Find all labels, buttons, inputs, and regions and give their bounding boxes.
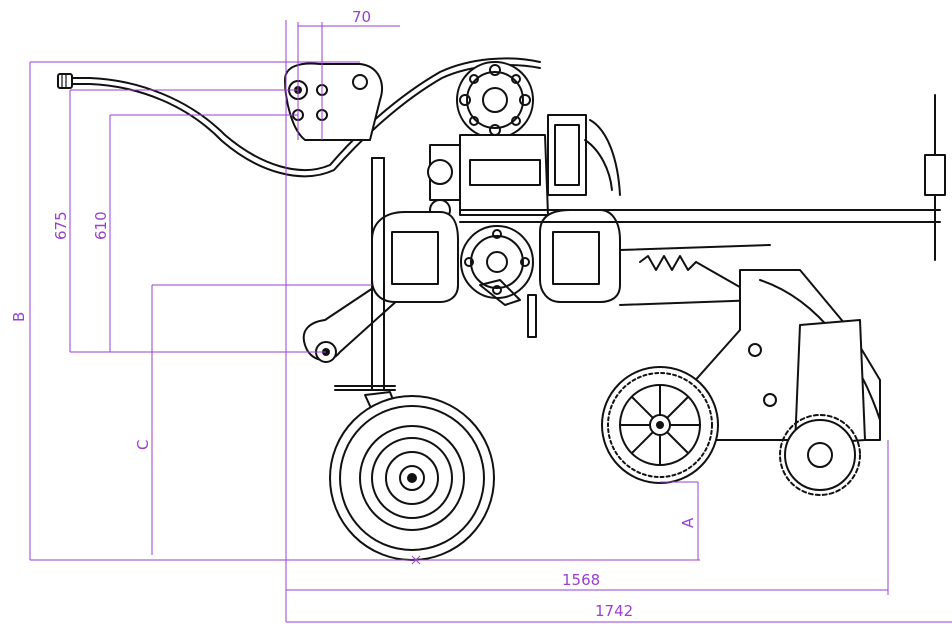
side-housings	[371, 209, 621, 338]
dimension-a: A	[679, 517, 697, 528]
closing-wheel	[601, 366, 719, 484]
lower-drive-sprocket	[460, 225, 534, 306]
hitch-plate	[284, 62, 383, 141]
press-wheel	[779, 414, 861, 496]
dimension-c: C	[134, 440, 152, 450]
seeding-unit-frame	[659, 269, 881, 446]
gearbox	[427, 114, 621, 221]
dimension-610: 610	[92, 211, 110, 240]
gauge-wheel	[329, 395, 495, 561]
dimension-b: B	[10, 312, 28, 322]
dimension-lines	[29, 20, 952, 623]
dimension-70: 70	[352, 8, 371, 26]
upper-drive-sprocket	[456, 61, 534, 139]
machine-outline	[57, 57, 946, 561]
dimension-labels: 70 675 610 B C A 1568 1742	[10, 8, 697, 620]
dimension-1742: 1742	[595, 602, 633, 620]
dimension-1568: 1568	[562, 571, 600, 589]
main-beam	[459, 94, 946, 261]
dimension-675: 675	[52, 211, 70, 240]
hydraulic-hose	[57, 57, 541, 178]
